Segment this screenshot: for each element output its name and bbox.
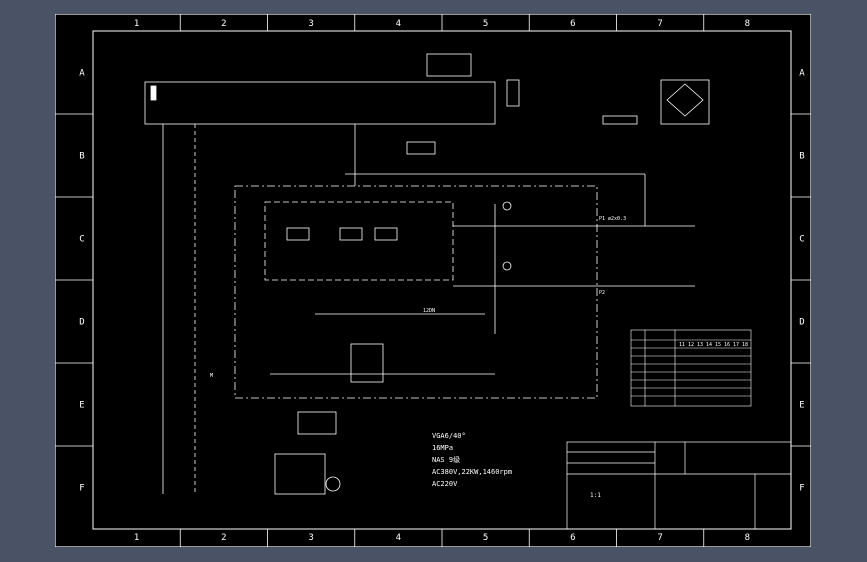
column-label: 3: [308, 533, 313, 543]
row-label: D: [79, 318, 84, 328]
title-block: [566, 441, 792, 530]
row-label: E: [799, 401, 804, 411]
row-labels-left: A B C D E F: [79, 69, 85, 494]
column-label: 7: [657, 19, 662, 29]
row-label: C: [79, 235, 84, 245]
motor-text: AC380V,22KW,1460rpm: [432, 468, 512, 476]
column-label: 7: [657, 533, 662, 543]
heater-text: AC220V: [432, 480, 458, 488]
row-label: F: [799, 484, 804, 494]
column-label: 5: [483, 533, 488, 543]
m-tag: M: [210, 373, 213, 379]
row-label: A: [799, 69, 805, 79]
row-label: D: [799, 318, 804, 328]
spec-column-label: 11: [679, 342, 685, 348]
pressure-text: 16MPa: [432, 444, 453, 452]
pump-model-text: VGA6/40°: [432, 432, 466, 440]
spec-table: [630, 329, 752, 407]
column-label: 2: [221, 533, 226, 543]
spec-column-label: 12: [688, 342, 694, 348]
row-label: A: [79, 69, 85, 79]
valve-label: 12DN: [423, 308, 435, 314]
column-label: 4: [396, 19, 401, 29]
column-labels-top: 1 2 3 4 5 6 7 8: [134, 19, 750, 29]
column-label: 2: [221, 19, 226, 29]
p1-label: P1 ø2x0.3: [599, 216, 626, 222]
column-label: 1: [134, 533, 139, 543]
column-label: 4: [396, 533, 401, 543]
column-label: 5: [483, 19, 488, 29]
spec-column-label: 18: [742, 342, 748, 348]
scale-text: 1:1: [590, 492, 601, 499]
spec-column-label: 14: [706, 342, 712, 348]
row-labels-right: A B C D E F: [799, 69, 805, 494]
row-label: B: [799, 152, 804, 162]
row-label: B: [79, 152, 84, 162]
column-label: 8: [745, 19, 750, 29]
p2-label: P2: [599, 290, 605, 296]
column-label: 3: [308, 19, 313, 29]
hydraulic-schematic: [144, 53, 710, 495]
spec-column-label: 15: [715, 342, 721, 348]
spec-column-label: 16: [724, 342, 730, 348]
column-label: 6: [570, 533, 575, 543]
cleanliness-text: NAS 9级: [432, 455, 460, 464]
column-label: 6: [570, 19, 575, 29]
column-label: 1: [134, 19, 139, 29]
column-label: 8: [745, 533, 750, 543]
row-label: E: [79, 401, 84, 411]
spec-column-label: 13: [697, 342, 703, 348]
row-label: F: [79, 484, 84, 494]
column-labels-bottom: 1 2 3 4 5 6 7 8: [134, 533, 750, 543]
row-label: C: [799, 235, 804, 245]
annotations: VGA6/40° 16MPa NAS 9级 AC380V,22KW,1460rp…: [210, 216, 626, 488]
spec-column-label: 17: [733, 342, 739, 348]
